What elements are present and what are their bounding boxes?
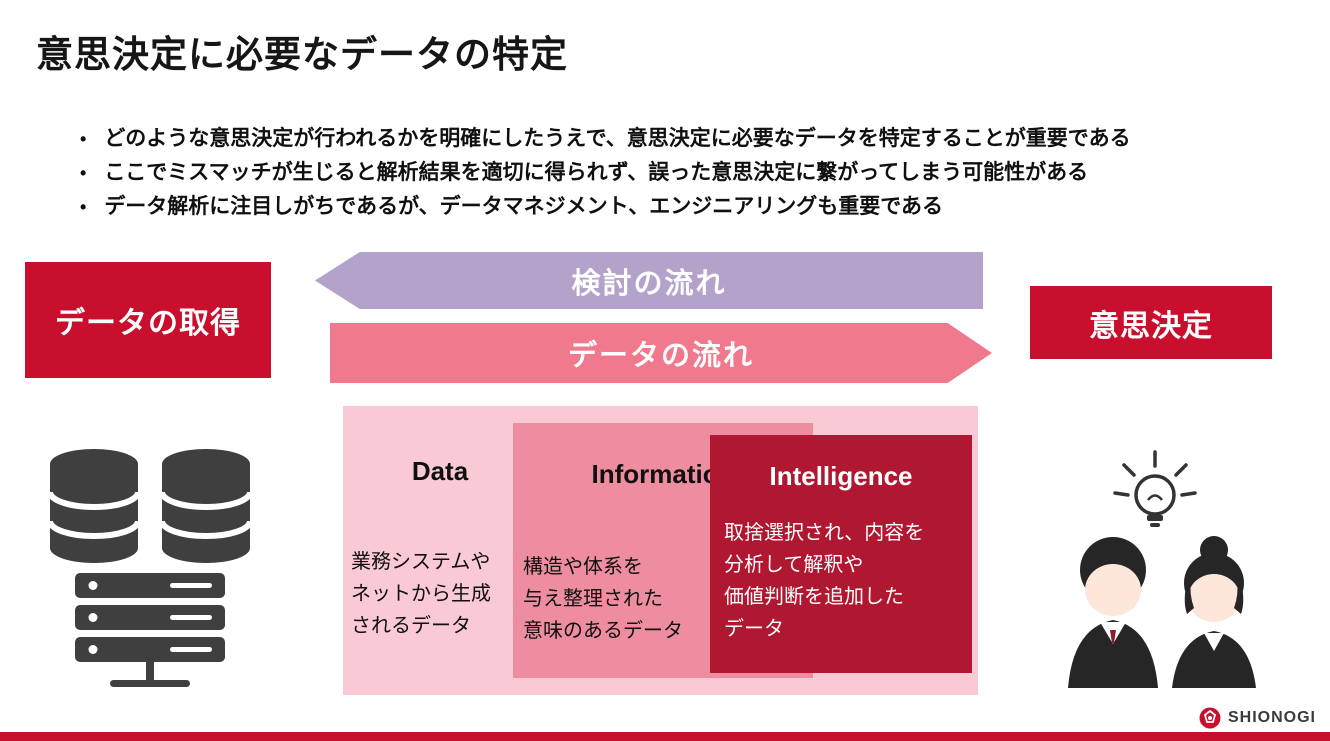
shionogi-logo: SHIONOGI [1199,707,1316,729]
stage-intelligence-title: Intelligence [769,461,913,491]
database-icon [159,449,250,563]
data-acquisition-box: データの取得 [25,262,271,378]
decision-making-box: 意思決定 [1030,286,1272,359]
stage-intelligence-box: Intelligence 取捨選択され、内容を 分析して解釈や 価値判断を追加し… [710,435,972,673]
stage-data-body: 業務システムや ネットから生成 されるデータ [351,551,491,637]
stage-information-body: 構造や体系を 与え整理された 意味のあるデータ [523,556,683,642]
server-icon [75,573,225,687]
bullet-marker: • [80,129,87,149]
businessman-figure [1068,537,1158,688]
businesswoman-figure [1172,536,1256,688]
data-stages-panel: Data 業務システムや ネットから生成 されるデータ Information … [343,406,978,695]
lightbulb-icon [1113,450,1197,527]
logo-text: SHIONOGI [1227,709,1316,726]
bullet-item: • どのような意思決定が行われるかを明確にしたうえで、意思決定に必要なデータを特… [74,122,1254,156]
bullet-list: • どのような意思決定が行われるかを明確にしたうえで、意思決定に必要なデータを特… [74,122,1254,224]
bullet-marker: • [80,163,87,183]
page-title: 意思決定に必要なデータの特定 [36,34,568,75]
bottom-accent-bar [0,732,1330,741]
bullet-marker: • [80,197,87,217]
study-flow-arrow: 検討の流れ [315,252,983,309]
shionogi-mark-icon [1199,707,1221,729]
stage-data-title: Data [411,456,469,486]
stage-intelligence-body: 取捨選択され、内容を 分析して解釈や 価値判断を追加した データ [724,522,925,640]
business-people-illustration [1068,450,1256,688]
database-server-icon-group [50,449,250,687]
database-icon [50,449,141,563]
bullet-text: ここでミスマッチが生じると解析結果を適切に得られず、誤った意思決定に繋がってしま… [104,161,1089,184]
bullet-item: • ここでミスマッチが生じると解析結果を適切に得られず、誤った意思決定に繋がって… [74,156,1254,190]
bullet-item: • データ解析に注目しがちであるが、データマネジメント、エンジニアリングも重要で… [74,190,1254,224]
bullet-text: どのような意思決定が行われるかを明確にしたうえで、意思決定に必要なデータを特定す… [104,127,1131,150]
bullet-text: データ解析に注目しがちであるが、データマネジメント、エンジニアリングも重要である [104,195,944,218]
data-flow-arrow: データの流れ [330,323,992,383]
